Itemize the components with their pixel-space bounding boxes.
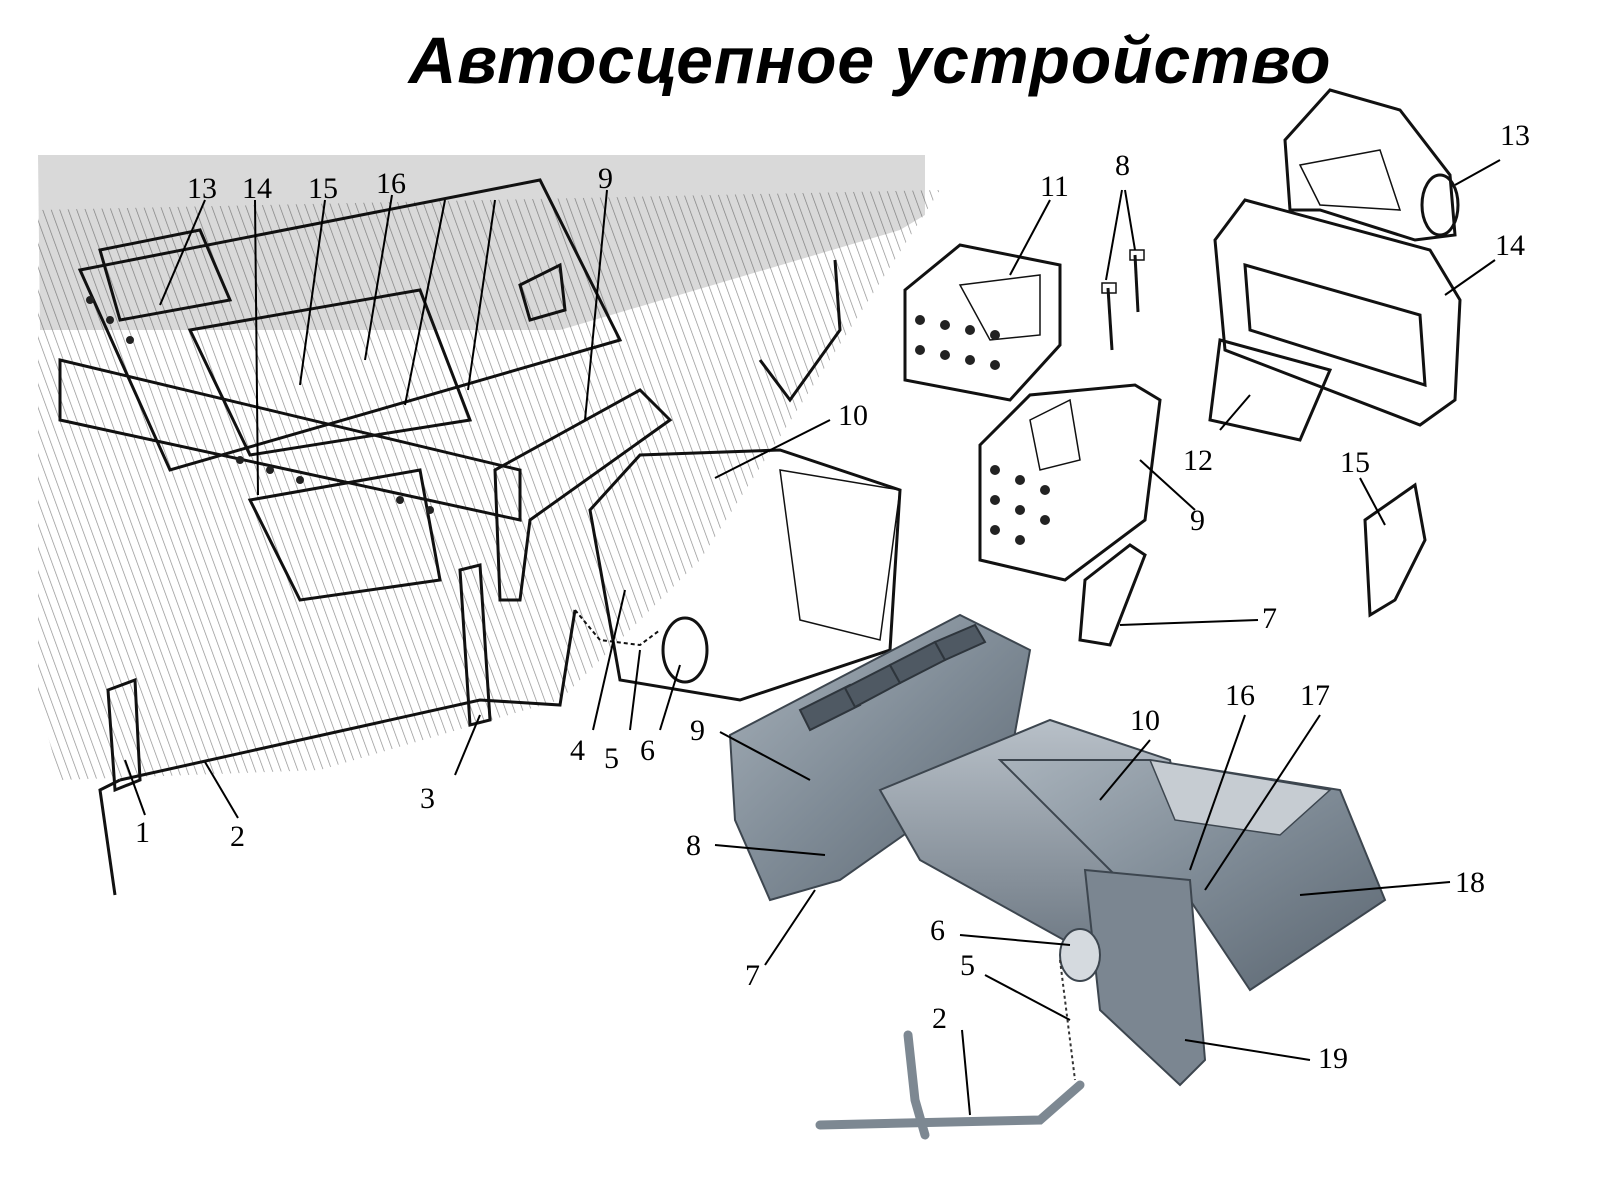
coupler-jaw-shading [779, 469, 901, 641]
leader-lines [124, 159, 1501, 1116]
diagram-title: Автосцепное устройство [408, 23, 1332, 97]
part-14-yoke [1213, 198, 1462, 427]
exploded-parts-illustration [903, 88, 1462, 647]
part-12-plate [1208, 338, 1333, 442]
underframe-illustration [38, 155, 940, 896]
lever-handle [98, 778, 121, 896]
center-sill [77, 178, 623, 472]
callout-9: 9 [598, 162, 613, 195]
lever-bracket-front [106, 677, 142, 793]
callout-2: 2 [230, 820, 245, 853]
part-9-striker [978, 383, 1162, 582]
draft-gear [187, 288, 473, 457]
callout-5: 5 [604, 742, 619, 775]
callout-16: 16 [1225, 679, 1255, 712]
callout-10: 10 [838, 399, 868, 432]
callout-6: 6 [930, 914, 945, 947]
part-7-carrier [1078, 543, 1147, 647]
lever-bracket-middle [458, 563, 492, 727]
draft-gear-lower [247, 468, 442, 602]
striker-casting [493, 388, 673, 602]
callout-5: 5 [960, 949, 975, 982]
callout-1: 1 [135, 816, 150, 849]
callout-7: 7 [1262, 602, 1277, 635]
callout-10: 10 [1130, 704, 1160, 737]
callout-11: 13 [187, 172, 217, 205]
callout-3: 3 [420, 782, 435, 815]
coupler-head-engraved [588, 448, 902, 702]
callout-9: 9 [690, 714, 705, 747]
part-15-wedge [1363, 482, 1427, 618]
callout-18: 18 [1455, 866, 1485, 899]
lock-lifter [1059, 928, 1101, 982]
part-8-pin-a [1106, 287, 1114, 351]
callout-15: 15 [1340, 446, 1370, 479]
callout-12: 12 [1183, 444, 1213, 477]
callout-6: 6 [640, 734, 655, 767]
uncoupling-rod-render [815, 1080, 1085, 1130]
uncoupling-lever [119, 609, 577, 782]
callout-14: 16 [376, 167, 406, 200]
grab-iron [758, 259, 842, 403]
callout-4: 4 [570, 734, 585, 767]
side-sill [58, 358, 522, 522]
callout-8: 8 [1115, 149, 1130, 182]
callout-13: 15 [308, 172, 338, 205]
callout-2: 2 [932, 1002, 947, 1035]
uncoupling-lock-lifter [661, 616, 709, 684]
front-stop [98, 228, 233, 322]
callout-14: 14 [1495, 229, 1525, 262]
callout-8: 8 [686, 829, 701, 862]
callout-12: 14 [242, 172, 272, 205]
part-13-draft-gear [1283, 88, 1457, 242]
callout-labels: 13 14 15 16 9 10 1 2 3 4 5 6 11 8 13 14 … [135, 119, 1530, 1075]
chain-render [1059, 959, 1076, 1081]
callout-7: 7 [745, 959, 760, 992]
side-plate [518, 262, 567, 322]
part-11-front-stop [903, 243, 1062, 402]
callout-11: 11 [1040, 170, 1069, 203]
guard-arm [1083, 868, 1207, 1087]
knuckle-jaw [1148, 759, 1332, 836]
callout-19: 19 [1318, 1042, 1348, 1075]
coupler-head-render [728, 613, 1387, 1140]
chain [574, 609, 661, 647]
part-8-pin-b [1133, 254, 1140, 313]
callout-17: 17 [1300, 679, 1330, 712]
floor-hatching [38, 190, 940, 780]
callout-9: 9 [1190, 504, 1205, 537]
callout-13: 13 [1500, 119, 1530, 152]
